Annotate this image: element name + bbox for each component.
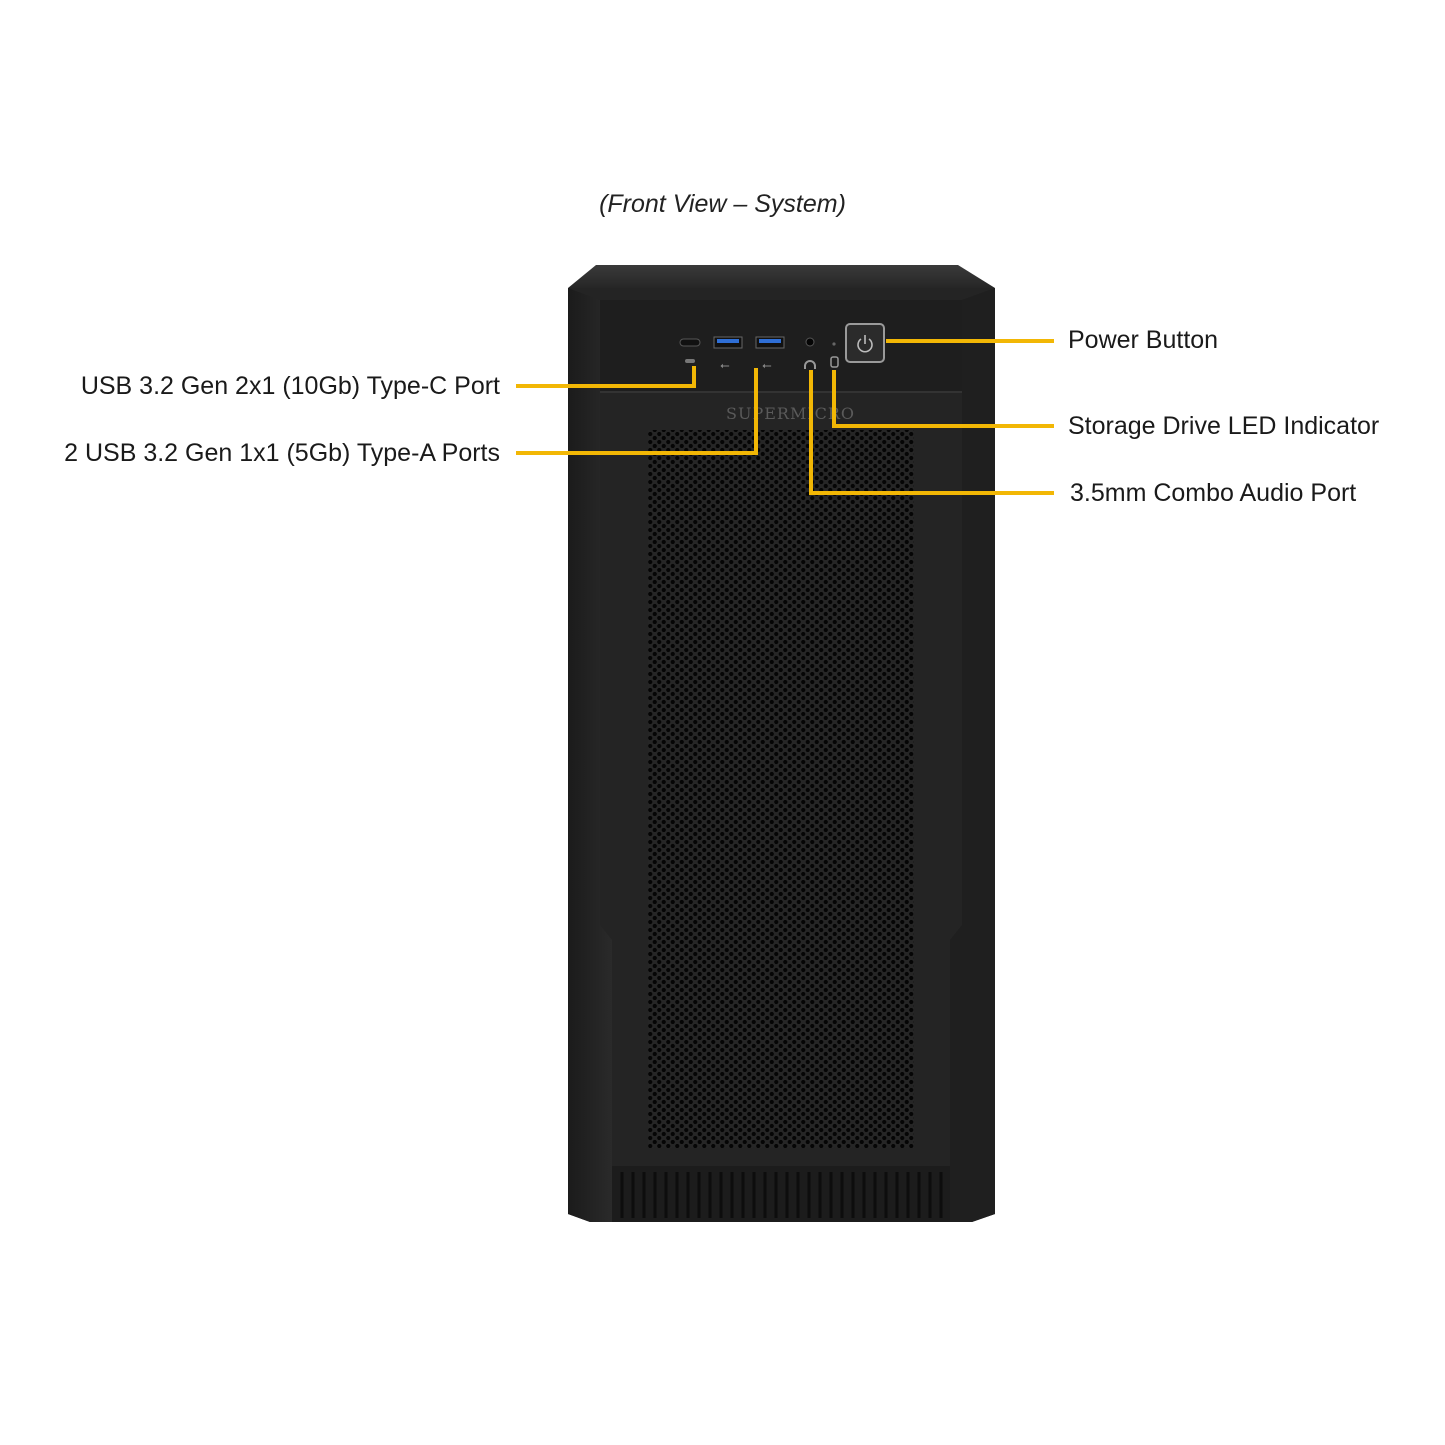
storage-led [832, 342, 836, 346]
power-icon [857, 335, 873, 353]
drive-icon [830, 356, 839, 368]
diagram-title: (Front View – System) [599, 190, 846, 218]
callout-usb-c: USB 3.2 Gen 2x1 (10Gb) Type-C Port [80, 372, 500, 400]
brand-logo: SUPERMICRO [726, 404, 856, 423]
bottom-vent [612, 1166, 950, 1222]
callout-audio-port: 3.5mm Combo Audio Port [1070, 479, 1357, 507]
usb-c-icon [685, 359, 695, 363]
usb-icon: ⭠ [762, 358, 772, 372]
usb-icon: ⭠ [720, 358, 730, 372]
audio-jack [805, 337, 815, 347]
chassis-right-panel [950, 288, 995, 1222]
chassis-left-panel [568, 288, 612, 1222]
callout-usb-a: 2 USB 3.2 Gen 1x1 (5Gb) Type-A Ports [64, 439, 500, 467]
callout-power-button: Power Button [1068, 326, 1219, 354]
headphone-icon [804, 360, 816, 369]
callout-storage-led: Storage Drive LED Indicator [1068, 412, 1380, 440]
chassis-top [568, 265, 995, 288]
usb-c-port [679, 338, 701, 347]
